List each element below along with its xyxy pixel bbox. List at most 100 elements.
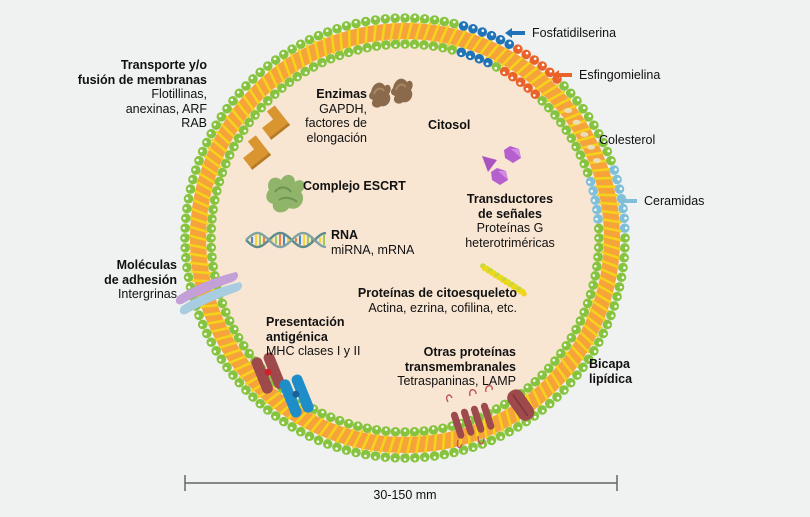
escrt-label: Complejo ESCRT <box>303 179 406 194</box>
lipid-head-highlight <box>290 46 293 50</box>
transporte-label: Transporte y/o fusión de membranas Floti… <box>78 58 207 131</box>
lipid-tail <box>514 60 532 76</box>
lipid-head <box>458 21 469 31</box>
lipid-head <box>181 213 191 224</box>
lipid-head <box>565 377 576 388</box>
lipid-head <box>593 242 604 253</box>
lipid-head-highlight <box>213 264 216 268</box>
lipid-head <box>325 412 336 423</box>
lipid-head-highlight <box>587 292 591 296</box>
lipid-head <box>211 120 221 130</box>
lipid-head <box>362 42 372 53</box>
lipid-head-highlight <box>588 358 592 362</box>
lipid-tail <box>521 65 540 81</box>
lipid-head <box>233 332 244 343</box>
lipid-head <box>211 346 221 356</box>
lipid-head <box>390 452 400 463</box>
lipid-head <box>180 243 191 253</box>
lipid-head-highlight <box>211 246 215 249</box>
lipid-tail <box>564 351 581 369</box>
lipid-head-highlight <box>431 427 435 430</box>
transductores-label: Transductores de señales Proteínas G het… <box>456 192 564 250</box>
lipid-head-highlight <box>490 33 494 36</box>
lipid-head-highlight <box>549 69 553 73</box>
lipid-head <box>593 337 604 348</box>
lipid-head <box>360 16 371 27</box>
lipid-tail <box>330 33 336 55</box>
lipid-head-highlight <box>213 350 217 353</box>
lipid-tail <box>360 431 372 452</box>
lipid-tail <box>189 261 211 267</box>
enzyme <box>391 78 413 104</box>
lipid-head-highlight <box>403 458 407 461</box>
lipid-head-highlight <box>533 57 537 61</box>
lipid-head <box>618 203 628 214</box>
lipid-head-highlight <box>590 283 594 287</box>
lipid-tail <box>387 434 397 455</box>
lipid-head <box>537 370 547 380</box>
lipid-head <box>201 328 212 339</box>
lipid-head <box>566 133 577 144</box>
lipid-tail <box>527 71 547 86</box>
lipid-head <box>201 137 212 148</box>
lipid-head-highlight <box>230 374 234 378</box>
lipid-head-highlight <box>238 137 242 141</box>
lipid-head <box>507 71 518 82</box>
esfingomielina-text: Esfingomielina <box>579 68 661 82</box>
transductores-sub-1: Proteínas G <box>476 221 544 235</box>
lipid-head-highlight <box>582 366 586 370</box>
lipid-head <box>619 243 630 253</box>
lipid-tail <box>601 242 623 251</box>
lipid-head-highlight <box>603 140 606 144</box>
lipid-head <box>566 332 577 343</box>
lipid-head <box>556 348 566 359</box>
lipid-head <box>238 340 249 351</box>
lipid-tail <box>583 150 605 157</box>
lipid-head <box>244 117 254 128</box>
lipid-head-highlight <box>624 246 628 250</box>
lipid-head-highlight <box>423 16 427 19</box>
lipid-head <box>456 47 467 58</box>
lipid-head-highlight <box>539 372 543 376</box>
lipid-head <box>592 204 602 215</box>
lipid-head-highlight <box>546 107 549 111</box>
lipid-head <box>390 426 401 437</box>
lipid-head <box>565 88 576 99</box>
lipid-tail <box>462 31 476 51</box>
lipid-tail <box>396 434 405 456</box>
lipid-head-highlight <box>330 58 333 62</box>
lipid-tail <box>263 390 283 405</box>
lipid-head <box>593 252 603 262</box>
bicapa-title-2: lipídica <box>589 371 633 386</box>
lipid-head <box>279 416 289 427</box>
lipid-tail <box>592 176 614 181</box>
lipid-head-highlight <box>267 100 271 104</box>
lipid-head <box>214 176 225 187</box>
cytosol-area <box>198 31 612 445</box>
lipid-head <box>614 184 625 194</box>
lipid-head <box>182 203 192 214</box>
enzimas-sub-1: GAPDH, <box>319 101 367 116</box>
lipid-head-highlight <box>384 45 388 48</box>
lipid-bilayer <box>180 13 630 463</box>
lipid-head <box>559 81 569 91</box>
lipid-head-highlight <box>200 323 203 327</box>
lipid-head-highlight <box>595 227 599 230</box>
adhesion-title-2: de adhesión <box>104 272 177 287</box>
g-protein-facet <box>498 171 508 180</box>
lipid-head-highlight <box>185 276 189 279</box>
lipid-head <box>575 316 586 326</box>
lipid-head <box>593 214 603 224</box>
lipid-head-highlight <box>254 114 258 118</box>
lipid-tail <box>209 326 230 334</box>
lipid-tail <box>219 122 237 139</box>
lipid-head-highlight <box>452 452 456 456</box>
lipid-head <box>543 363 554 374</box>
lipid-head-highlight <box>366 425 369 429</box>
lipid-head-highlight <box>316 33 320 36</box>
lipid-head-highlight <box>541 63 545 67</box>
lipid-head-highlight <box>364 454 367 458</box>
tetraspanin-helix <box>480 402 495 430</box>
lipid-tail <box>200 163 219 177</box>
